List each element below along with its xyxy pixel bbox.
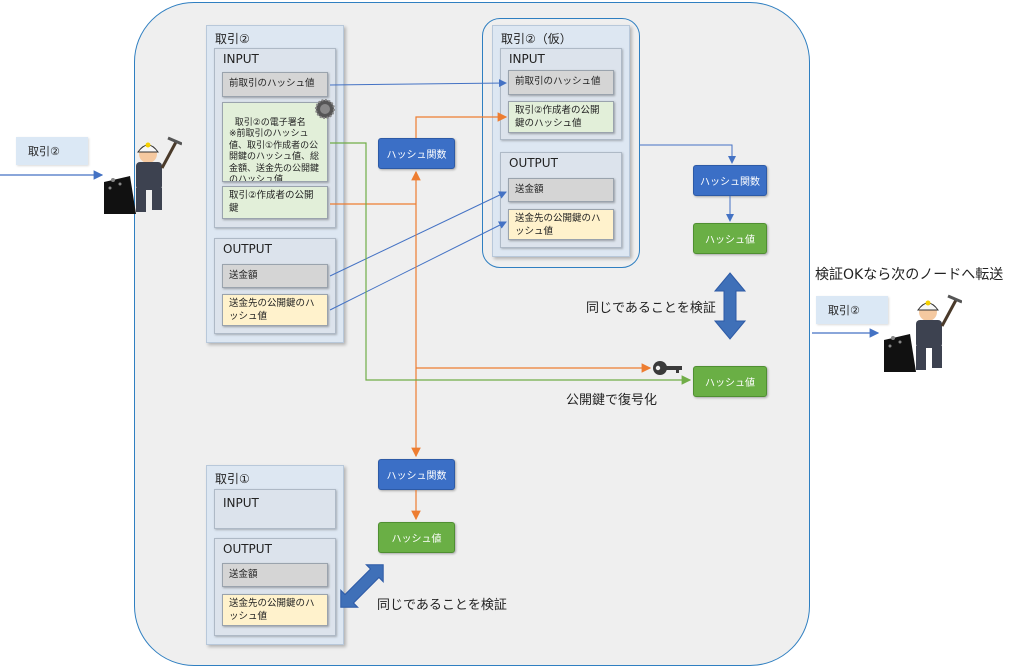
hash-function-right: ハッシュ関数 xyxy=(693,165,767,196)
signature-seal-icon xyxy=(315,99,335,119)
tx1-output-title: OUTPUT xyxy=(223,542,272,556)
tx2-temp-amount-text: 送金額 xyxy=(515,183,544,195)
tx2-temp-dest-hash-text: 送金先の公開鍵のハッシュ値 xyxy=(515,213,601,237)
hash-function-lower-label: ハッシュ関数 xyxy=(386,471,447,482)
tx2-temp-prev-hash: 前取引のハッシュ値 xyxy=(508,70,614,95)
tx2-dest-hash: 送金先の公開鍵のハッシュ値 xyxy=(222,294,328,326)
hash-function-center: ハッシュ関数 xyxy=(378,138,455,169)
incoming-tx-box: 取引② xyxy=(16,137,88,165)
incoming-tx-label: 取引② xyxy=(28,145,60,158)
hash-value-bottom: ハッシュ値 xyxy=(378,522,455,553)
tx2-title: 取引② xyxy=(215,32,250,46)
hash-value-decrypted: ハッシュ値 xyxy=(693,366,767,397)
tx2-temp-output-title: OUTPUT xyxy=(509,156,558,170)
tx2-signature: 取引②の電子署名 ※前取引のハッシュ値、取引①作成者の公開鍵のハッシュ値、総金額… xyxy=(222,102,328,182)
tx2-temp-dest-hash: 送金先の公開鍵のハッシュ値 xyxy=(508,209,614,240)
hash-function-center-label: ハッシュ関数 xyxy=(386,150,447,161)
tx1-title: 取引① xyxy=(215,472,250,486)
tx2-input-title: INPUT xyxy=(223,52,259,66)
tx2-signature-text: 取引②の電子署名 ※前取引のハッシュ値、取引①作成者の公開鍵のハッシュ値、総金額… xyxy=(229,117,320,182)
tx2-pubkey: 取引②作成者の公開鍵 xyxy=(222,186,328,219)
tx2-pubkey-text: 取引②作成者の公開鍵 xyxy=(229,190,314,214)
tx1-dest-hash-text: 送金先の公開鍵のハッシュ値 xyxy=(229,598,315,622)
key-icon xyxy=(653,361,682,375)
tx2-prev-hash: 前取引のハッシュ値 xyxy=(222,72,328,97)
miner-right-icon xyxy=(884,294,962,372)
hash-function-lower: ハッシュ関数 xyxy=(378,459,455,490)
double-arrow-right xyxy=(713,272,747,340)
hash-function-right-label: ハッシュ関数 xyxy=(700,177,760,188)
verify-same-right-caption: 同じであることを検証 xyxy=(586,301,716,316)
double-arrow-bottom xyxy=(340,564,384,608)
tx1-input-section: INPUT xyxy=(214,489,336,529)
tx2-temp-input-title: INPUT xyxy=(509,52,545,66)
tx2-temp-title: 取引②（仮） xyxy=(501,32,572,46)
tx2-temp-creator-pubkey-hash: 取引②作成者の公開鍵のハッシュ値 xyxy=(508,101,614,133)
tx1-amount-text: 送金額 xyxy=(229,568,258,580)
outgoing-tx-label: 取引② xyxy=(828,304,860,317)
hash-value-right-label: ハッシュ値 xyxy=(705,235,755,246)
tx2-output-title: OUTPUT xyxy=(223,242,272,256)
outgoing-tx-box: 取引② xyxy=(816,296,888,324)
hash-value-decrypted-label: ハッシュ値 xyxy=(705,378,755,389)
verify-same-bottom-caption: 同じであることを検証 xyxy=(377,598,507,613)
tx2-prev-hash-text: 前取引のハッシュ値 xyxy=(229,78,315,90)
tx1-amount: 送金額 xyxy=(222,563,328,587)
tx2-temp-prev-hash-text: 前取引のハッシュ値 xyxy=(515,76,601,88)
tx2-temp-bracket xyxy=(482,18,640,268)
tx2-temp-creator-pubkey-hash-text: 取引②作成者の公開鍵のハッシュ値 xyxy=(515,105,600,129)
decrypt-caption: 公開鍵で復号化 xyxy=(566,393,658,408)
tx1-input-title: INPUT xyxy=(223,496,259,510)
tx2-amount: 送金額 xyxy=(222,264,328,288)
tx2-temp-amount: 送金額 xyxy=(508,178,614,202)
hash-value-bottom-label: ハッシュ値 xyxy=(391,534,442,545)
forward-caption: 検証OKなら次のノードへ転送 xyxy=(815,267,1004,283)
tx1-dest-hash: 送金先の公開鍵のハッシュ値 xyxy=(222,594,328,626)
hash-value-right: ハッシュ値 xyxy=(693,223,767,254)
miner-left-icon xyxy=(104,136,182,214)
tx2-dest-hash-text: 送金先の公開鍵のハッシュ値 xyxy=(229,298,315,322)
tx2-amount-text: 送金額 xyxy=(229,269,258,281)
